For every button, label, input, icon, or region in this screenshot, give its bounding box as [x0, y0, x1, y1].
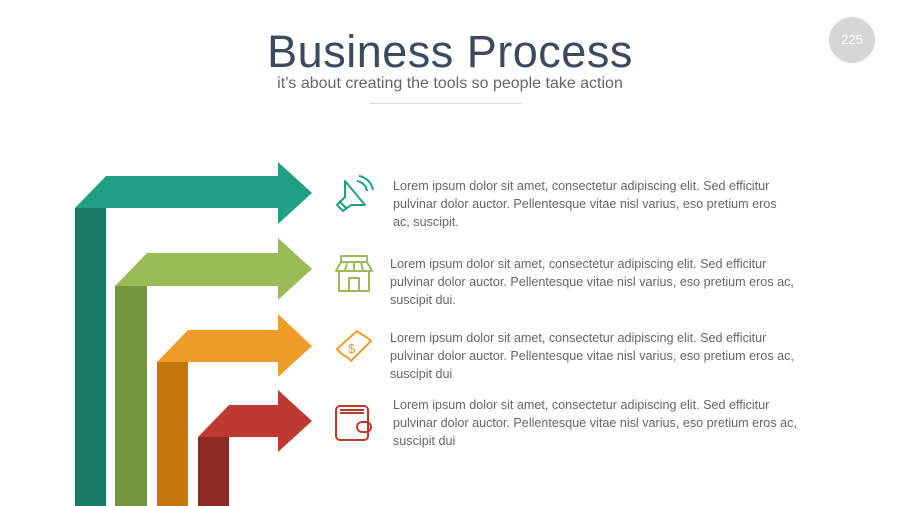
list-item-text: Lorem ipsum dolor sit amet, consectetur … — [390, 257, 794, 307]
page-number-badge: 225 — [829, 17, 875, 63]
arrow-1 — [75, 162, 312, 506]
arrow-2 — [115, 238, 312, 506]
list-item-text: Lorem ipsum dolor sit amet, consectetur … — [393, 179, 777, 229]
page-title: Business Process — [267, 26, 633, 77]
wallet-icon — [335, 405, 372, 441]
money-bill-icon: $ — [336, 330, 372, 362]
arrow-4 — [198, 390, 312, 506]
megaphone-icon — [336, 175, 374, 212]
list-item-text: Lorem ipsum dolor sit amet, consectetur … — [393, 398, 797, 448]
list-item-text: Lorem ipsum dolor sit amet, consectetur … — [390, 331, 794, 381]
store-icon — [335, 255, 373, 292]
page-subtitle: it’s about creating the tools so people … — [277, 75, 623, 92]
svg-text:$: $ — [348, 341, 356, 356]
title-divider — [370, 103, 522, 104]
arrow-3 — [157, 314, 312, 506]
